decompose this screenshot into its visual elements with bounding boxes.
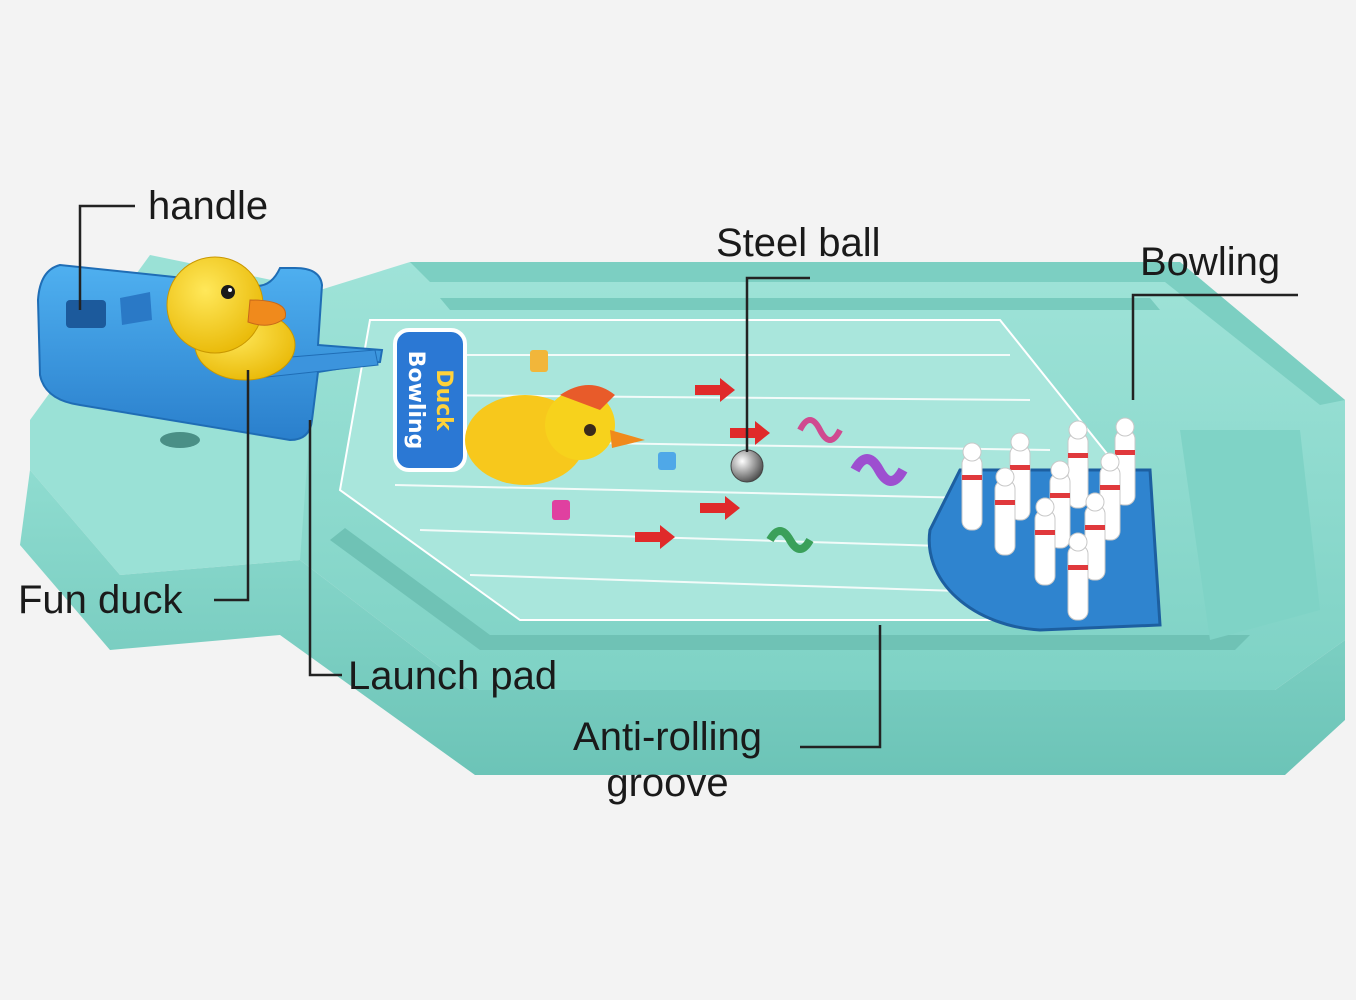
brand-line1: Duck [431, 369, 456, 432]
leader-fun-duck [214, 370, 250, 602]
leader-lines [78, 204, 1298, 749]
fun-duck [166, 256, 296, 381]
end-pocket [1180, 430, 1320, 640]
arrow-group [635, 378, 770, 549]
bowling-pin [1084, 492, 1106, 581]
brand-badge: Duck Bowling [393, 328, 467, 472]
label-bowling: Bowling [1140, 240, 1281, 284]
label-handle: handle [148, 184, 269, 228]
doodles [530, 350, 908, 553]
arrow-icon [695, 378, 735, 402]
duck-head [166, 256, 264, 354]
back-groove [440, 298, 1160, 310]
leader-handle [78, 204, 135, 310]
tray-back-wall [410, 262, 1345, 405]
anti-rolling-groove [330, 528, 1250, 650]
duck-beak [247, 299, 287, 326]
arrow-icon [700, 496, 740, 520]
sticker-duck-art [465, 385, 645, 485]
bowling-pin [994, 467, 1016, 556]
label-launch-pad: Launch pad [348, 654, 558, 698]
arrow-icon [635, 525, 675, 549]
lane-sticker: Duck Bowling [338, 319, 1122, 621]
duck-eye [221, 285, 235, 299]
label-anti-rolling-line1: Anti-rolling [573, 715, 762, 759]
bowling-pin [1067, 420, 1089, 509]
leader-anti-rolling [800, 625, 882, 749]
arrow-icon [730, 421, 770, 445]
bowling-pin [1067, 532, 1089, 621]
label-steel-ball: Steel ball [716, 221, 881, 265]
tray-front-wall [20, 470, 1345, 775]
leader-launch-pad [308, 420, 342, 677]
leader-steel-ball [745, 276, 810, 452]
leader-bowling [1131, 293, 1298, 400]
pins [961, 417, 1136, 621]
steel-ball [730, 449, 764, 483]
label-anti-rolling-groove: Anti-rolling groove [555, 714, 780, 806]
label-fun-duck: Fun duck [18, 578, 183, 622]
handle [66, 300, 106, 328]
bowling-pin [961, 442, 983, 531]
bowling-pin [1034, 497, 1056, 586]
brand-line2: Bowling [403, 351, 428, 450]
label-anti-rolling-line2: groove [606, 761, 729, 805]
